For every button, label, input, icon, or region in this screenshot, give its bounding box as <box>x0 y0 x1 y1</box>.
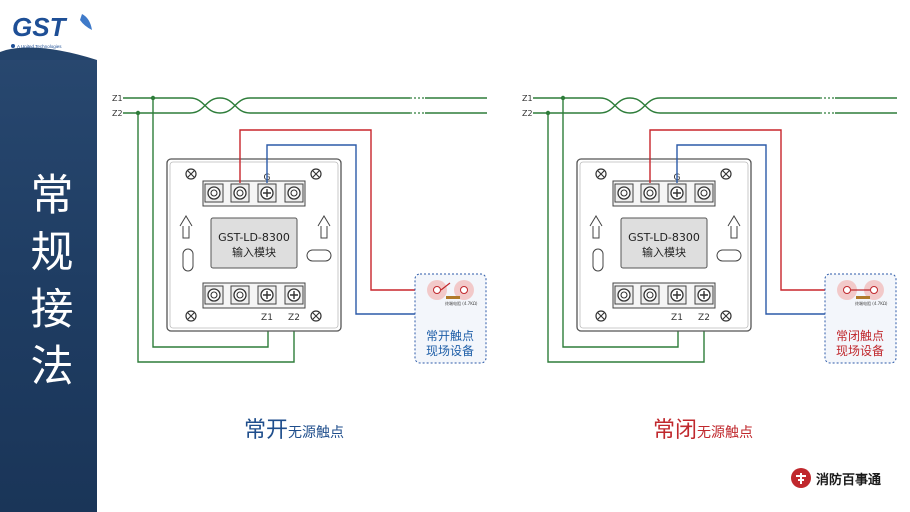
bus-label-z1: Z1 <box>522 94 533 103</box>
screw-icon <box>697 186 711 200</box>
contact-point <box>433 286 441 294</box>
bus-wire-z2 <box>123 97 410 114</box>
module-inner-border <box>169 161 339 329</box>
contact-point <box>870 286 878 294</box>
screw-icon <box>207 288 221 302</box>
screw-hex <box>620 189 628 197</box>
caption-normally-open: 常开无源触点 <box>244 412 344 444</box>
corner-screw-cross <box>722 170 730 178</box>
screw-plus <box>263 291 271 299</box>
corner-screw-cross <box>312 312 320 320</box>
corner-screw-cross <box>722 312 730 320</box>
brand-text: 消防百事通 <box>816 472 882 488</box>
screw-plus <box>290 291 298 299</box>
resistor-icon <box>446 296 460 299</box>
caption-right-small: 无源触点 <box>697 425 754 441</box>
caption-left-big: 常开 <box>244 418 289 443</box>
corner-screw-cross <box>597 170 605 178</box>
screw-hex <box>290 189 298 197</box>
drop-wire-z2 <box>547 113 705 363</box>
screw-hex <box>236 189 244 197</box>
arrow-up-icon <box>179 215 193 239</box>
screw-plus <box>673 291 681 299</box>
device-label-2: 现场设备 <box>426 344 474 358</box>
screw-hex <box>700 189 708 197</box>
screw-icon <box>617 186 631 200</box>
bus-label-z1: Z1 <box>112 94 123 103</box>
contact-point <box>843 286 851 294</box>
caption-normally-closed: 常闭无源触点 <box>653 412 753 444</box>
fire-brand-icon <box>791 468 811 488</box>
resistor-label: 终端电阻 (4.7KΩ) <box>445 300 478 306</box>
device-label-1: 常开触点 <box>426 329 474 343</box>
mounting-slot <box>182 248 194 272</box>
module-sub: 输入模块 <box>642 245 686 259</box>
mounting-slot <box>592 248 604 272</box>
module-name: GST-LD-8300 <box>628 231 700 244</box>
device-label-1: 常闭触点 <box>836 329 884 343</box>
module-label-panel <box>620 217 708 269</box>
screw-hex <box>620 291 628 299</box>
arrow-up-icon <box>317 215 331 239</box>
logo-tagline: A United Technologies <box>17 44 62 49</box>
terminal-label-z2: Z2 <box>288 313 300 323</box>
terminal-label-z2: Z2 <box>698 313 710 323</box>
module-sub: 输入模块 <box>232 245 276 259</box>
caption-left-small: 无源触点 <box>288 425 345 441</box>
corner-screw-cross <box>597 312 605 320</box>
module-name: GST-LD-8300 <box>218 231 290 244</box>
brand: 消防百事通 <box>790 466 881 490</box>
corner-screw-cross <box>312 170 320 178</box>
screw-icon <box>643 288 657 302</box>
sidebar-title: 常规接法 <box>30 171 74 392</box>
drop-wire-z2 <box>137 113 295 363</box>
bus-wire-z2 <box>533 97 820 114</box>
screw-icon <box>233 186 247 200</box>
screw-icon <box>287 186 301 200</box>
screw-icon <box>643 186 657 200</box>
module-label-panel <box>210 217 298 269</box>
caption-right-big: 常闭 <box>653 418 698 443</box>
open-contact-lever <box>440 282 451 291</box>
bus-wire-z1 <box>123 97 410 114</box>
screw-plus <box>700 291 708 299</box>
screw-plus <box>673 189 681 197</box>
resistor-icon <box>856 296 870 299</box>
logo-text: GST <box>12 12 68 42</box>
screw-hex <box>646 189 654 197</box>
bus-label-z2: Z2 <box>522 109 533 118</box>
screw-hex <box>646 291 654 299</box>
terminal-label-z1: Z1 <box>261 313 273 323</box>
corner-screw-cross <box>187 312 195 320</box>
screw-plus <box>263 189 271 197</box>
corner-screw-cross <box>187 170 195 178</box>
terminal-label-z1: Z1 <box>671 313 683 323</box>
mounting-slot <box>716 249 742 262</box>
bus-wire-z1 <box>533 97 820 114</box>
drop-wire-z1 <box>562 98 679 348</box>
gst-logo: GST A United Technologies <box>0 12 97 60</box>
logo-area: GST A United Technologies <box>0 0 97 60</box>
bus-label-z2: Z2 <box>112 109 123 118</box>
arrow-up-icon <box>589 215 603 239</box>
drop-wire-z1 <box>152 98 269 348</box>
mounting-slot <box>306 249 332 262</box>
screw-hex <box>210 189 218 197</box>
screw-hex <box>236 291 244 299</box>
wire-red <box>649 129 847 291</box>
screw-icon <box>233 288 247 302</box>
sidebar: GST A United Technologies 常规接法 <box>0 0 97 512</box>
resistor-label: 终端电阻 (4.7KΩ) <box>855 300 888 306</box>
screw-icon <box>617 288 631 302</box>
screw-icon <box>207 186 221 200</box>
screw-hex <box>210 291 218 299</box>
arrow-up-icon <box>727 215 741 239</box>
wire-red <box>239 129 437 291</box>
contact-point <box>460 286 468 294</box>
device-label-2: 现场设备 <box>836 344 884 358</box>
module-inner-border <box>579 161 749 329</box>
